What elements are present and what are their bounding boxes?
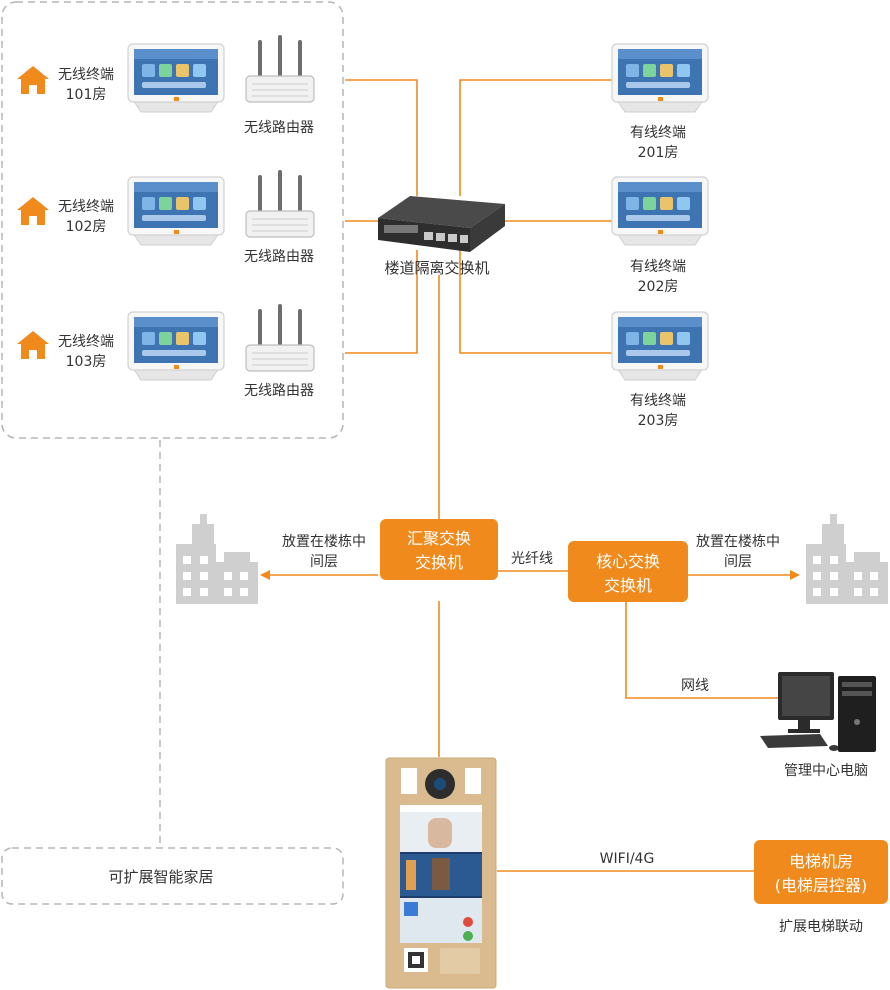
terminal-label: 有线终端 [630,125,686,141]
core-switch-box: 核心交换 交换机 [568,541,688,602]
elevator-box-line1: 电梯机房 [789,852,853,871]
aggregation-switch-box: 汇聚交换 交换机 [380,519,498,580]
router-label: 无线路由器 [244,249,314,265]
terminal-label: 无线终端 [58,67,114,83]
terminal-label: 有线终端 [630,259,686,275]
door-intercom-panel-icon [385,757,497,989]
tablet-terminal-icon [611,176,709,246]
wired-room-202: 有线终端 202房 [611,176,709,295]
left-building-note-line2: 间层 [310,554,338,570]
tablet-terminal-icon [611,43,709,113]
smart-home-label: 可扩展智能家居 [108,868,213,886]
router-label: 无线路由器 [244,383,314,399]
tablet-terminal-icon [127,176,225,246]
room-number: 203房 [638,413,679,429]
aggregation-switch-line1: 汇聚交换 [407,529,471,548]
desktop-computer-icon [760,672,876,752]
wireless-room-102: 无线终端 102房 无线路由器 [17,170,316,265]
terminal-label: 无线终端 [58,334,114,350]
terminal-label: 无线终端 [58,199,114,215]
floor-switch-label: 楼道隔离交换机 [384,259,489,277]
right-building-note-line2: 间层 [724,554,752,570]
wireless-room-101: 无线终端 101房 无线路由器 [17,35,316,136]
wired-room-203: 有线终端 203房 [611,311,709,429]
room-number: 101房 [66,87,107,103]
room-number: 201房 [638,145,679,161]
network-cable-label: 网线 [681,678,709,694]
room-number: 102房 [66,219,107,235]
left-building-note-line1: 放置在楼栋中 [282,533,366,550]
network-switch-icon [378,196,505,252]
tablet-terminal-icon [127,311,225,381]
wireless-room-103: 无线终端 103房 无线路由器 [17,304,316,399]
terminal-label: 有线终端 [630,393,686,409]
wireless-rooms-frame [1,1,344,439]
home-icon [17,66,49,94]
tablet-terminal-icon [611,311,709,381]
floor-isolation-switch: 楼道隔离交换机 [378,196,505,277]
core-switch-line2: 交换机 [604,576,652,595]
room-number: 202房 [638,279,679,295]
fiber-label: 光纤线 [511,551,553,567]
core-switch-line1: 核心交换 [596,552,660,571]
right-building-note-line1: 放置在楼栋中 [696,533,780,550]
tablet-terminal-icon [127,43,225,113]
room-number: 103房 [66,354,107,370]
aggregation-switch-line2: 交换机 [415,553,463,572]
connection-lines [345,79,778,872]
elevator-room-box: 电梯机房 (电梯层控器) [754,840,888,904]
home-icon [17,197,49,225]
wifi-4g-label: WIFI/4G [600,851,655,867]
smart-home-frame [1,847,344,905]
wired-room-201: 有线终端 201房 [611,43,709,161]
elevator-box-line2: (电梯层控器) [775,876,868,895]
mgmt-pc-label: 管理中心电脑 [784,763,868,779]
wireless-router-icon [244,170,316,239]
router-label: 无线路由器 [244,120,314,136]
home-icon [17,331,49,359]
building-icon [806,514,888,604]
building-icon [176,514,258,604]
wireless-router-icon [244,304,316,373]
elevator-link-label: 扩展电梯联动 [779,919,863,935]
wireless-router-icon [244,35,316,104]
